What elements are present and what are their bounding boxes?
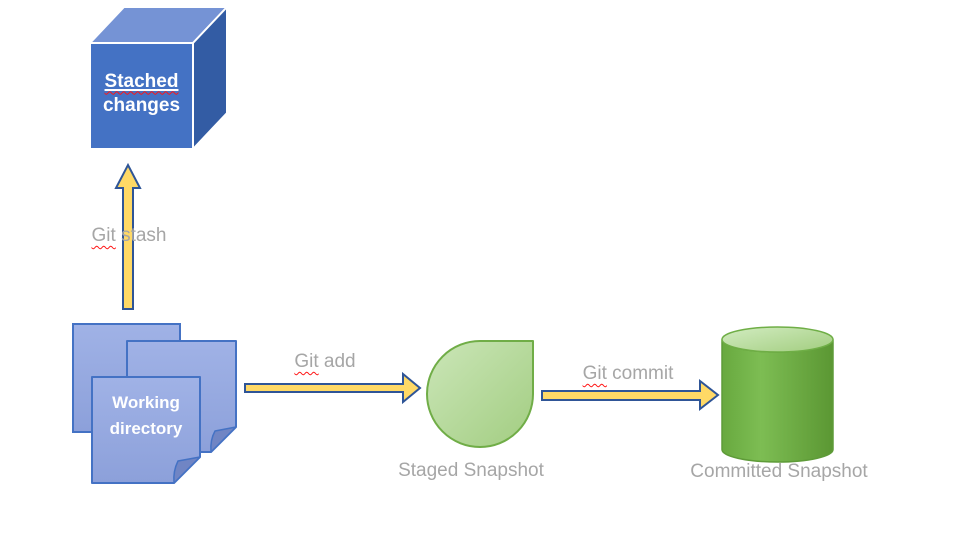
- cylinder-body: [721, 339, 834, 463]
- page-front-fold: [173, 456, 201, 484]
- committed-snapshot-cylinder: [721, 326, 834, 463]
- git-stash-arrow: [114, 162, 142, 310]
- staged-snapshot-label: Staged Snapshot: [398, 460, 544, 481]
- committed-snapshot-label: Committed Snapshot: [690, 461, 868, 482]
- git-commit-label: Git commit: [582, 363, 674, 384]
- stashed-changes-cube: [89, 6, 228, 150]
- cylinder-top: [721, 326, 834, 353]
- page-middle-fold: [210, 426, 237, 453]
- git-commit-arrow: [541, 378, 720, 412]
- git-add-arrow: [244, 371, 422, 405]
- staged-snapshot-teardrop: [426, 340, 534, 448]
- working-directory-pages: [72, 323, 237, 484]
- git-add-label: Git add: [294, 351, 356, 372]
- git-stash-label: Git stash: [91, 225, 167, 246]
- cube-front-face: [89, 42, 194, 150]
